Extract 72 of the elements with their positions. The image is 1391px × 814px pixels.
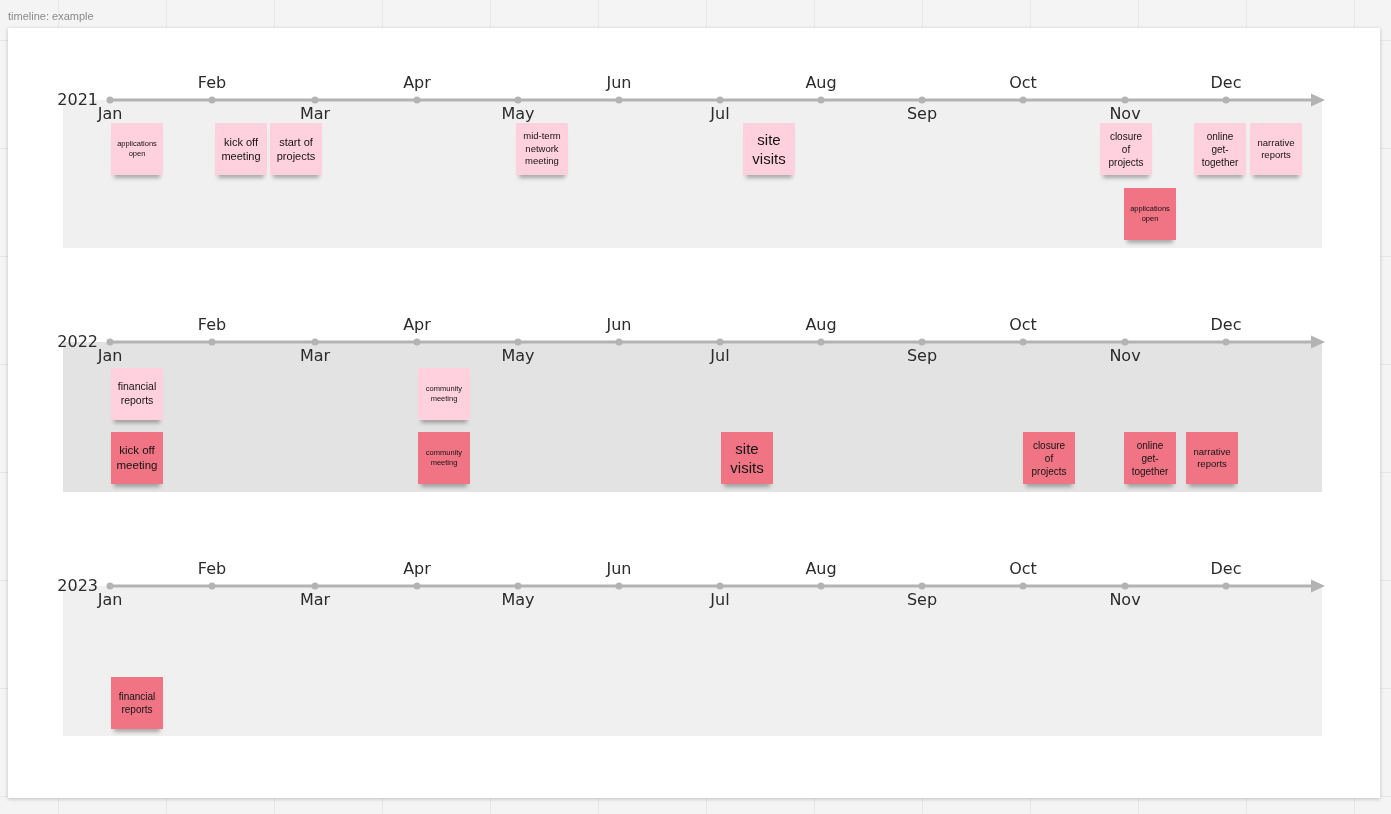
sticky-note: [721, 432, 773, 484]
note-text: kick off meeting: [115, 443, 159, 473]
month-label: Dec: [1210, 316, 1242, 334]
note-text: closure of projects: [1107, 129, 1145, 169]
note-text: closure of projects: [1030, 438, 1068, 478]
month-label: Sep: [906, 347, 938, 365]
month-label: Apr: [403, 316, 431, 334]
month-label: Oct: [1009, 560, 1037, 578]
note-text: start of projects: [275, 134, 317, 164]
sticky-note: [1250, 123, 1302, 175]
note-text: narrative reports: [1256, 136, 1296, 162]
month-label: May: [501, 347, 535, 365]
month-label: Jan: [97, 105, 123, 123]
month-label: Sep: [906, 591, 938, 609]
month-label: Jul: [710, 105, 730, 123]
frame-title: timeline: example: [8, 9, 94, 23]
month-label: Feb: [197, 560, 227, 578]
note-text: kick off meeting: [220, 134, 262, 164]
year-label: 2021: [57, 91, 98, 109]
month-label: Mar: [299, 105, 331, 123]
note-text: site visits: [751, 129, 787, 169]
sticky-note: [418, 432, 470, 484]
sticky-note: [111, 123, 163, 175]
sticky-note: [1023, 432, 1075, 484]
month-label: Mar: [299, 347, 331, 365]
month-label: Jun: [606, 74, 632, 92]
month-label: Aug: [805, 74, 837, 92]
month-label: Dec: [1210, 560, 1242, 578]
month-label: Apr: [403, 74, 431, 92]
sticky-note: [516, 123, 568, 175]
month-label: Jan: [97, 591, 123, 609]
sticky-note: [1124, 188, 1176, 240]
month-label: Aug: [805, 316, 837, 334]
month-label: Oct: [1009, 316, 1037, 334]
month-label: May: [501, 591, 535, 609]
note-text: online get-together: [1200, 129, 1240, 169]
year-label: 2023: [57, 577, 98, 595]
sticky-note: [1186, 432, 1238, 484]
sticky-note: [1100, 123, 1152, 175]
month-label: Oct: [1009, 74, 1037, 92]
sticky-note: [418, 368, 470, 420]
month-label: May: [501, 105, 535, 123]
sticky-note: [111, 432, 163, 484]
month-label: Nov: [1109, 591, 1141, 609]
month-label: Nov: [1109, 347, 1141, 365]
month-label: Mar: [299, 591, 331, 609]
month-label: Jun: [606, 560, 632, 578]
note-text: financial reports: [117, 690, 157, 716]
month-label: Feb: [197, 74, 227, 92]
note-text: site visits: [729, 438, 765, 478]
month-label: Apr: [403, 560, 431, 578]
note-text: mid-term network meeting: [522, 130, 562, 168]
month-label: Jan: [97, 347, 123, 365]
sticky-note: [111, 368, 163, 420]
month-label: Nov: [1109, 105, 1141, 123]
sticky-note: [1194, 123, 1246, 175]
sticky-note: [270, 123, 322, 175]
sticky-note: [1124, 432, 1176, 484]
sticky-note: [111, 677, 163, 729]
month-label: Jul: [710, 591, 730, 609]
month-label: Dec: [1210, 74, 1242, 92]
note-text: online get-together: [1130, 438, 1170, 478]
sticky-note: [743, 123, 795, 175]
month-label: Jul: [710, 347, 730, 365]
month-label: Feb: [197, 316, 227, 334]
note-text: financial reports: [116, 380, 158, 408]
month-label: Sep: [906, 105, 938, 123]
month-label: Aug: [805, 560, 837, 578]
year-label: 2022: [57, 333, 98, 351]
sticky-note: [215, 123, 267, 175]
month-label: Jun: [606, 316, 632, 334]
note-text: narrative reports: [1192, 445, 1232, 471]
